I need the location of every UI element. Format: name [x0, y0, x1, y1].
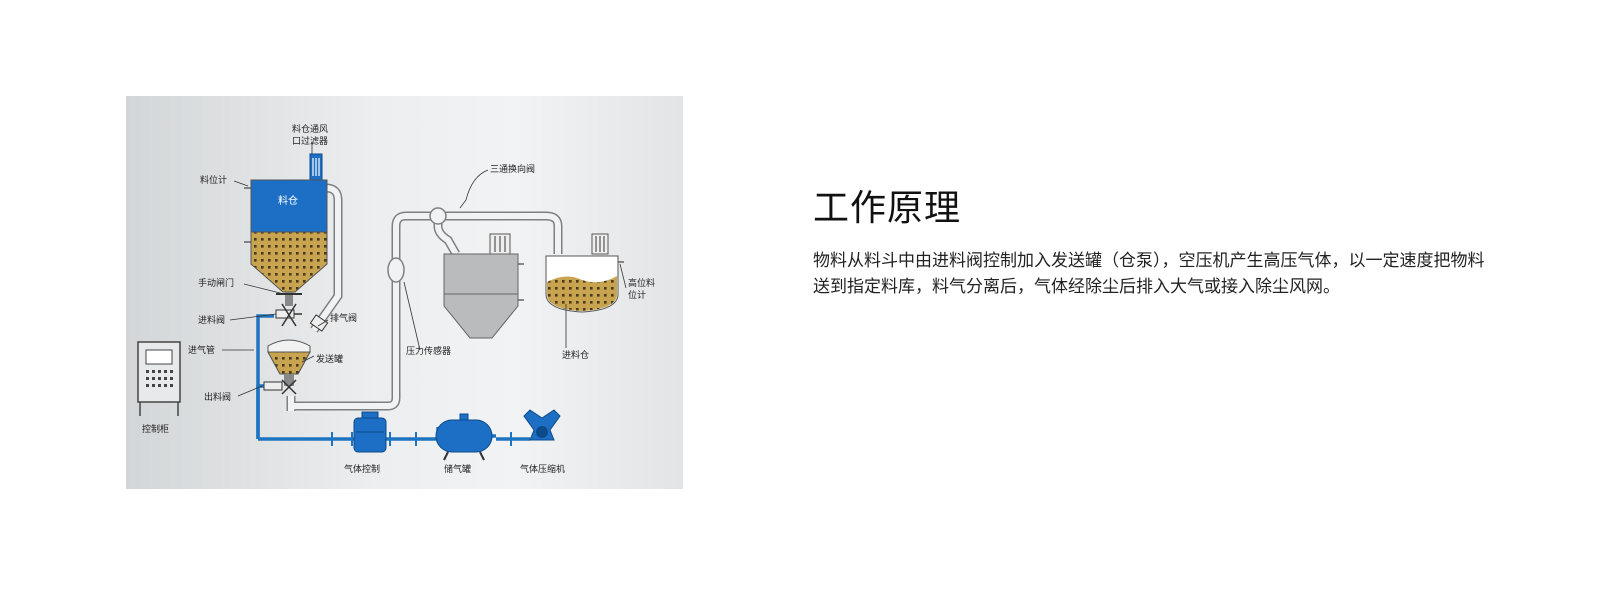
label-pressure-sensor: 压力传感器: [406, 345, 451, 357]
label-control-cabinet: 控制柜: [142, 423, 169, 435]
feed-bin: [545, 233, 624, 313]
control-cabinet: [137, 341, 181, 416]
label-three-way-valve: 三通换向阀: [490, 163, 535, 175]
label-manual-gate: 手动闸门: [198, 277, 234, 289]
leader-lines: [222, 142, 627, 397]
air-storage-tank: [435, 413, 493, 461]
air-pipe-fittings: [331, 432, 512, 446]
label-feed-bin: 进料仓: [562, 349, 589, 361]
pressure-sensor-symbol: [387, 257, 405, 283]
label-filter-line1: 料仓通风: [292, 123, 328, 135]
send-tank: [263, 339, 311, 395]
label-air-pipe: 进气管: [188, 344, 215, 356]
section-title: 工作原理: [813, 188, 962, 229]
label-gas-control: 气体控制: [344, 463, 380, 475]
label-high-level-line1: 高位料: [628, 277, 655, 289]
label-filter-line2: 口过滤器: [292, 135, 328, 147]
label-silo: 料仓: [278, 194, 298, 207]
silo: [250, 153, 328, 306]
label-exhaust-valve: 排气阀: [330, 312, 357, 324]
gas-control-unit: [353, 411, 387, 453]
receiver-bin: [443, 233, 524, 339]
label-outlet-valve: 出料阀: [204, 391, 231, 403]
air-compressor: [523, 409, 561, 441]
conveying-duct: [286, 183, 563, 412]
label-feed-valve: 进料阀: [198, 314, 225, 326]
valve-assembly: [275, 293, 329, 332]
diagram-labels: 料仓通风 口过滤器 料位计 料仓 手动闸门 进料阀 排气阀 进气管 发送罐 出料…: [142, 123, 655, 475]
three-way-valve-symbol: [429, 207, 447, 225]
level-gauge-marks: [244, 187, 251, 243]
label-compressor: 气体压缩机: [520, 463, 565, 475]
label-air-tank: 储气罐: [444, 463, 471, 475]
label-high-level-line2: 位计: [628, 289, 646, 301]
section-description: 物料从料斗中由进料阀控制加入发送罐（仓泵），空压机产生高压气体，以一定速度把物料…: [813, 251, 1485, 297]
pneumatic-conveying-diagram: 料仓通风 口过滤器 料位计 料仓 手动闸门 进料阀 排气阀 进气管 发送罐 出料…: [126, 96, 683, 489]
label-level-gauge: 料位计: [200, 174, 227, 186]
working-principle-section: 工作原理 物料从料斗中由进料阀控制加入发送罐（仓泵），空压机产生高压气体，以一定…: [813, 186, 1503, 300]
label-send-tank: 发送罐: [316, 353, 343, 365]
